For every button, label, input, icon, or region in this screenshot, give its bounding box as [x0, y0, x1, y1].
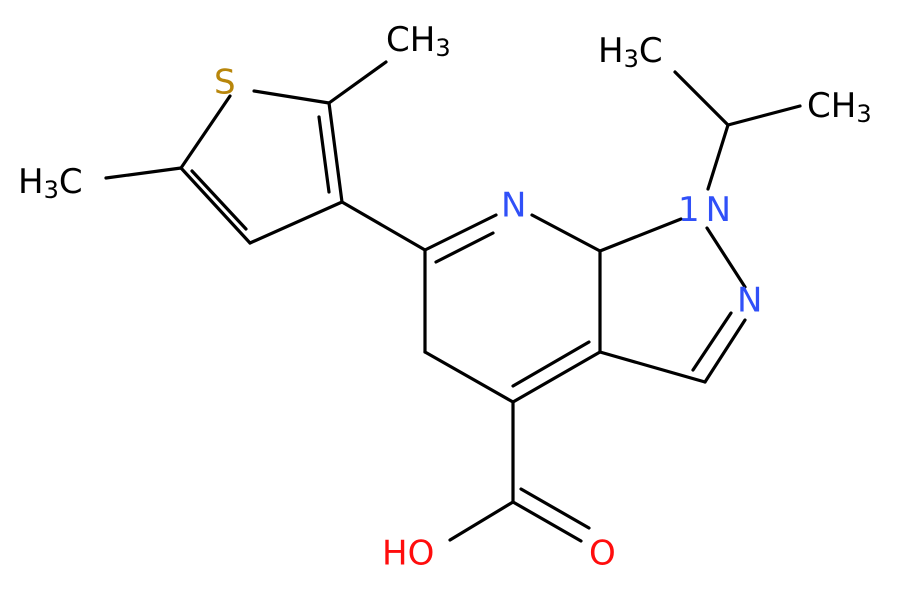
isopropyl-methyl-left-label: H3C [598, 31, 663, 74]
hydroxyl-label: HO [382, 534, 434, 574]
bond-c3a-c4 [511, 350, 602, 404]
sulfur-label: S [214, 63, 236, 103]
bond-c-oh [448, 500, 515, 542]
bond-s-c2 [252, 89, 331, 105]
bond-c5-methyl [104, 166, 183, 180]
bond-c6-n7-inner [434, 231, 495, 264]
bond-c4-c5p [423, 350, 515, 404]
bond-c3a-c4-inner [511, 340, 591, 388]
bond-c4-c5 [179, 166, 252, 245]
carbonyl-oxygen-label: O [589, 534, 616, 574]
bond-ch-methyl-left [673, 70, 730, 127]
methyl-label-thiophene-5: H3C [18, 162, 83, 205]
bond-n7-c7a [530, 213, 602, 253]
bond-c2-c3 [327, 101, 344, 204]
bond-c3-c4 [248, 200, 344, 245]
bond-c2-c3-inner [317, 115, 331, 194]
bond-n2-c3-inner [691, 311, 733, 372]
bond-n1-n2 [705, 226, 747, 289]
bond-c-o-b [519, 487, 591, 530]
bond-c6-n7 [423, 213, 498, 252]
bond-thiophene-pyridine [340, 200, 427, 252]
bond-n2-c3 [703, 318, 747, 384]
bond-s-c5 [179, 94, 232, 170]
bond-c7a-n1 [598, 217, 683, 253]
methyl-label-thiophene-2: CH3 [386, 20, 451, 63]
bond-c4-c5-inner [190, 169, 248, 231]
bond-c-o-a [511, 500, 583, 543]
bond-c2-methyl [327, 60, 388, 105]
n2-label: N [737, 281, 762, 321]
isopropyl-methyl-right-label: CH3 [807, 86, 872, 129]
bond-ch-methyl-right [726, 104, 802, 127]
pyridine-n-label: N [501, 186, 526, 226]
bond-c3-c3a [598, 350, 707, 384]
bond-n1-ch [706, 123, 730, 191]
